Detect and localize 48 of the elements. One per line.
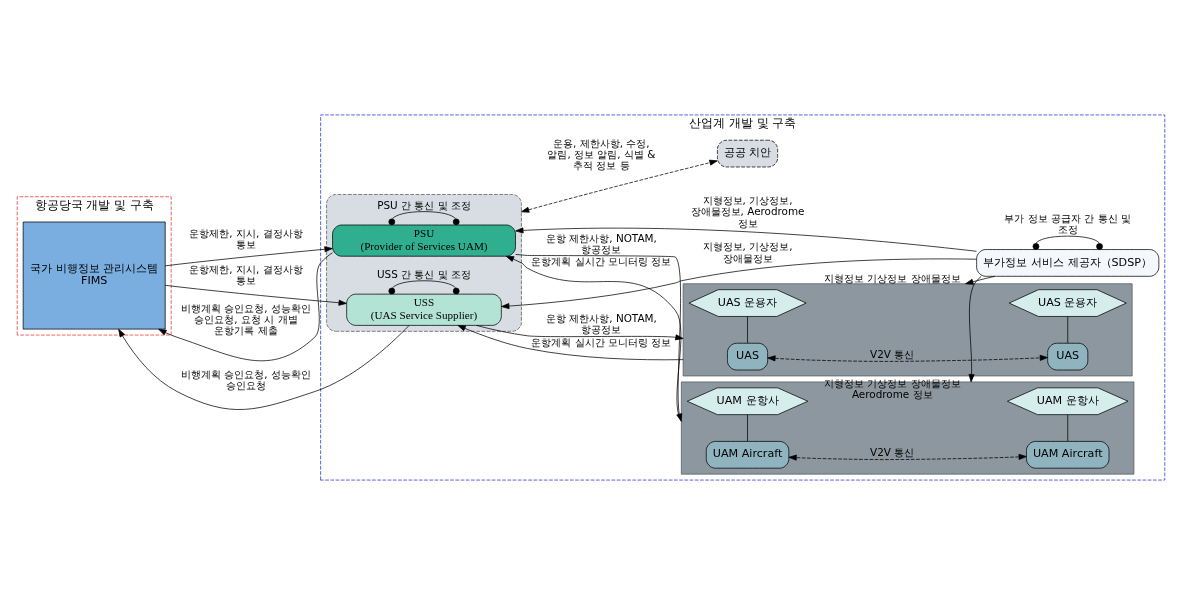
- connector: [747, 315, 748, 343]
- arrow: [164, 245, 333, 266]
- edge-label: 지형정보, 기상정보, 장애물정보: [702, 239, 793, 264]
- node-box: USS (UAS Service Supplier): [346, 293, 502, 326]
- edge-label: V2V 통신: [870, 445, 915, 458]
- connector: [1067, 315, 1069, 343]
- edge-label: 운용, 제한사항, 수정, 알림, 정보 알림, 식별 & 추적 정보 등: [547, 136, 656, 171]
- edge-label: 지형정보 기상정보 장애물정보: [823, 271, 961, 284]
- connector: [1032, 235, 1103, 250]
- edge-label: 운항제한, 지시, 결정사항 통보: [189, 226, 303, 250]
- node-box: PSU (Provider of Services UAM): [332, 224, 516, 257]
- edge-label: 지형정보, 기상정보, 장애물정보, Aerodrome 정보: [690, 193, 805, 229]
- arrow: [515, 226, 977, 252]
- edge-label: 비행계획 승인요청, 성능확인 승인요청, 요청 시 개별 운항기록 제출: [180, 301, 311, 336]
- arrow: [501, 258, 977, 309]
- edge-label: 운항 제한사항, NOTAM, 항공정보: [545, 231, 657, 255]
- node-box: UAS: [1047, 342, 1089, 370]
- node-box: UAM Aircraft: [705, 440, 790, 469]
- edge-label: 운항제한, 지시, 결정사항 통보: [189, 262, 303, 286]
- edge-label: V2V 통신: [870, 347, 915, 360]
- node-box: UAM Aircraft: [1026, 440, 1110, 469]
- connector: [1067, 413, 1069, 442]
- cluster: [680, 381, 1135, 474]
- arrow: [164, 284, 347, 306]
- cluster: [682, 282, 1133, 376]
- edge-label: USS 간 통신 및 조정: [376, 267, 472, 280]
- arrow: [118, 324, 410, 410]
- connector: [747, 413, 748, 442]
- connector: [388, 210, 460, 225]
- arrow: [965, 275, 996, 285]
- edge-label: 비행계획 승인요청, 성능확인 승인요청: [180, 367, 311, 391]
- arrow: [476, 324, 684, 340]
- arrow: [158, 251, 333, 361]
- arrow: [767, 354, 1048, 362]
- node-box: 부가정보 서비스 제공자（SDSP）: [976, 248, 1160, 277]
- edge-label: PSU 간 통신 및 조정: [377, 198, 471, 211]
- edge-label: 운항계획 실시간 모니터링 정보: [531, 335, 672, 348]
- arrow: [788, 453, 1027, 461]
- arrow: [457, 324, 684, 360]
- node-box: UAS: [727, 342, 768, 370]
- node-box: 공공 치안: [717, 139, 779, 167]
- edge-label: 운항계획 실시간 모니터링 정보: [531, 254, 672, 267]
- edge-label: 부가 정보 공급자 간 통신 및 조정: [1004, 211, 1132, 235]
- node-box: 국가 비행정보 관리시스템 FIMS: [22, 221, 166, 329]
- connector: [388, 279, 460, 294]
- arrow: [521, 159, 718, 213]
- edge-label: 운항 제한사항, NOTAM, 항공정보: [545, 311, 657, 335]
- arrow: [968, 275, 982, 382]
